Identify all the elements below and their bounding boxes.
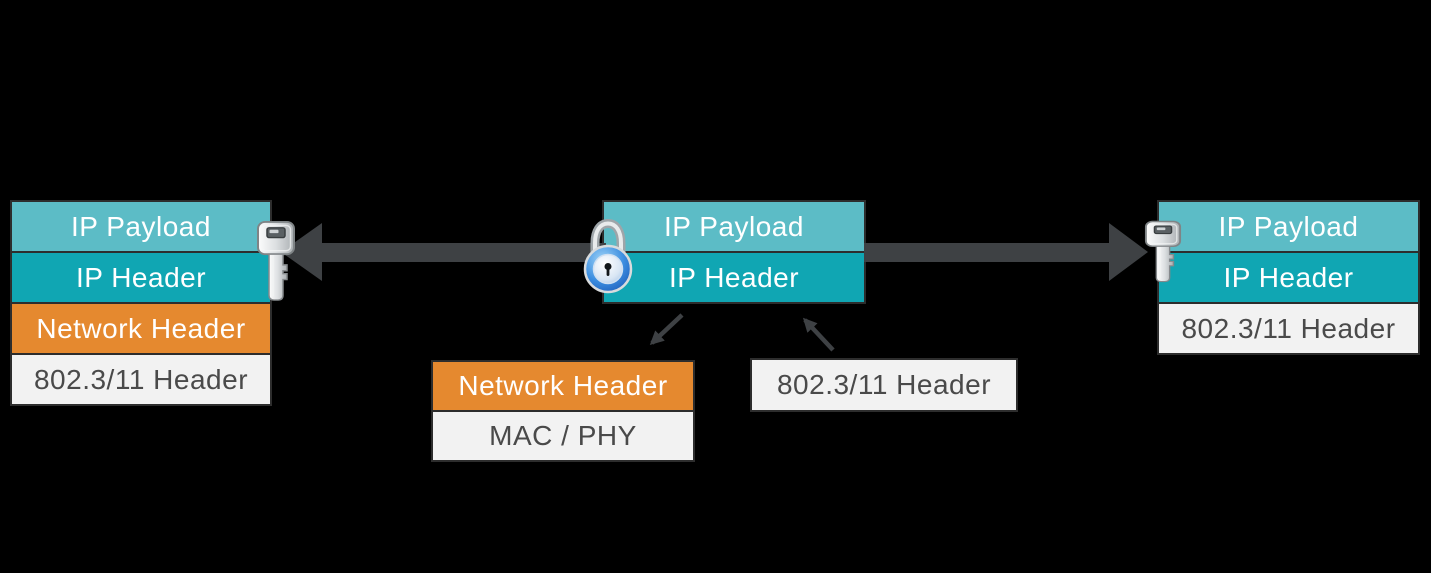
stack-row-network-header: Network Header [10,302,272,355]
stack-row-8023-11-header: 802.3/11 Header [1157,302,1420,355]
stack-row-ip-header: IP Header [1157,251,1420,304]
right-tunnel-arrow [864,223,1148,281]
stack-row-ip-header: IP Header [602,251,866,304]
box-row-8023-11-header: 802.3/11 Header [750,358,1018,412]
stack-row-ip-payload: IP Payload [1157,200,1420,253]
box-row-network-header: Network Header [431,360,695,412]
network-mac-phy-box: Network Header MAC / PHY [431,360,695,462]
stack-row-ip-payload: IP Payload [10,200,272,253]
center-protocol-stack: IP Payload IP Header [602,200,866,304]
right-protocol-stack: IP Payload IP Header 802.3/11 Header [1157,200,1420,355]
8023-11-header-box: 802.3/11 Header [750,358,1018,412]
stack-row-ip-payload: IP Payload [602,200,866,253]
down-left-arrow [649,313,684,346]
up-right-arrow [802,317,835,352]
left-protocol-stack: IP Payload IP Header Network Header 802.… [10,200,272,406]
key-icon [257,220,295,301]
box-row-mac-phy: MAC / PHY [431,410,695,462]
stack-row-8023-11-header: 802.3/11 Header [10,353,272,406]
lock-icon [583,218,633,294]
key-icon [1144,220,1182,283]
left-tunnel-arrow [281,223,606,281]
